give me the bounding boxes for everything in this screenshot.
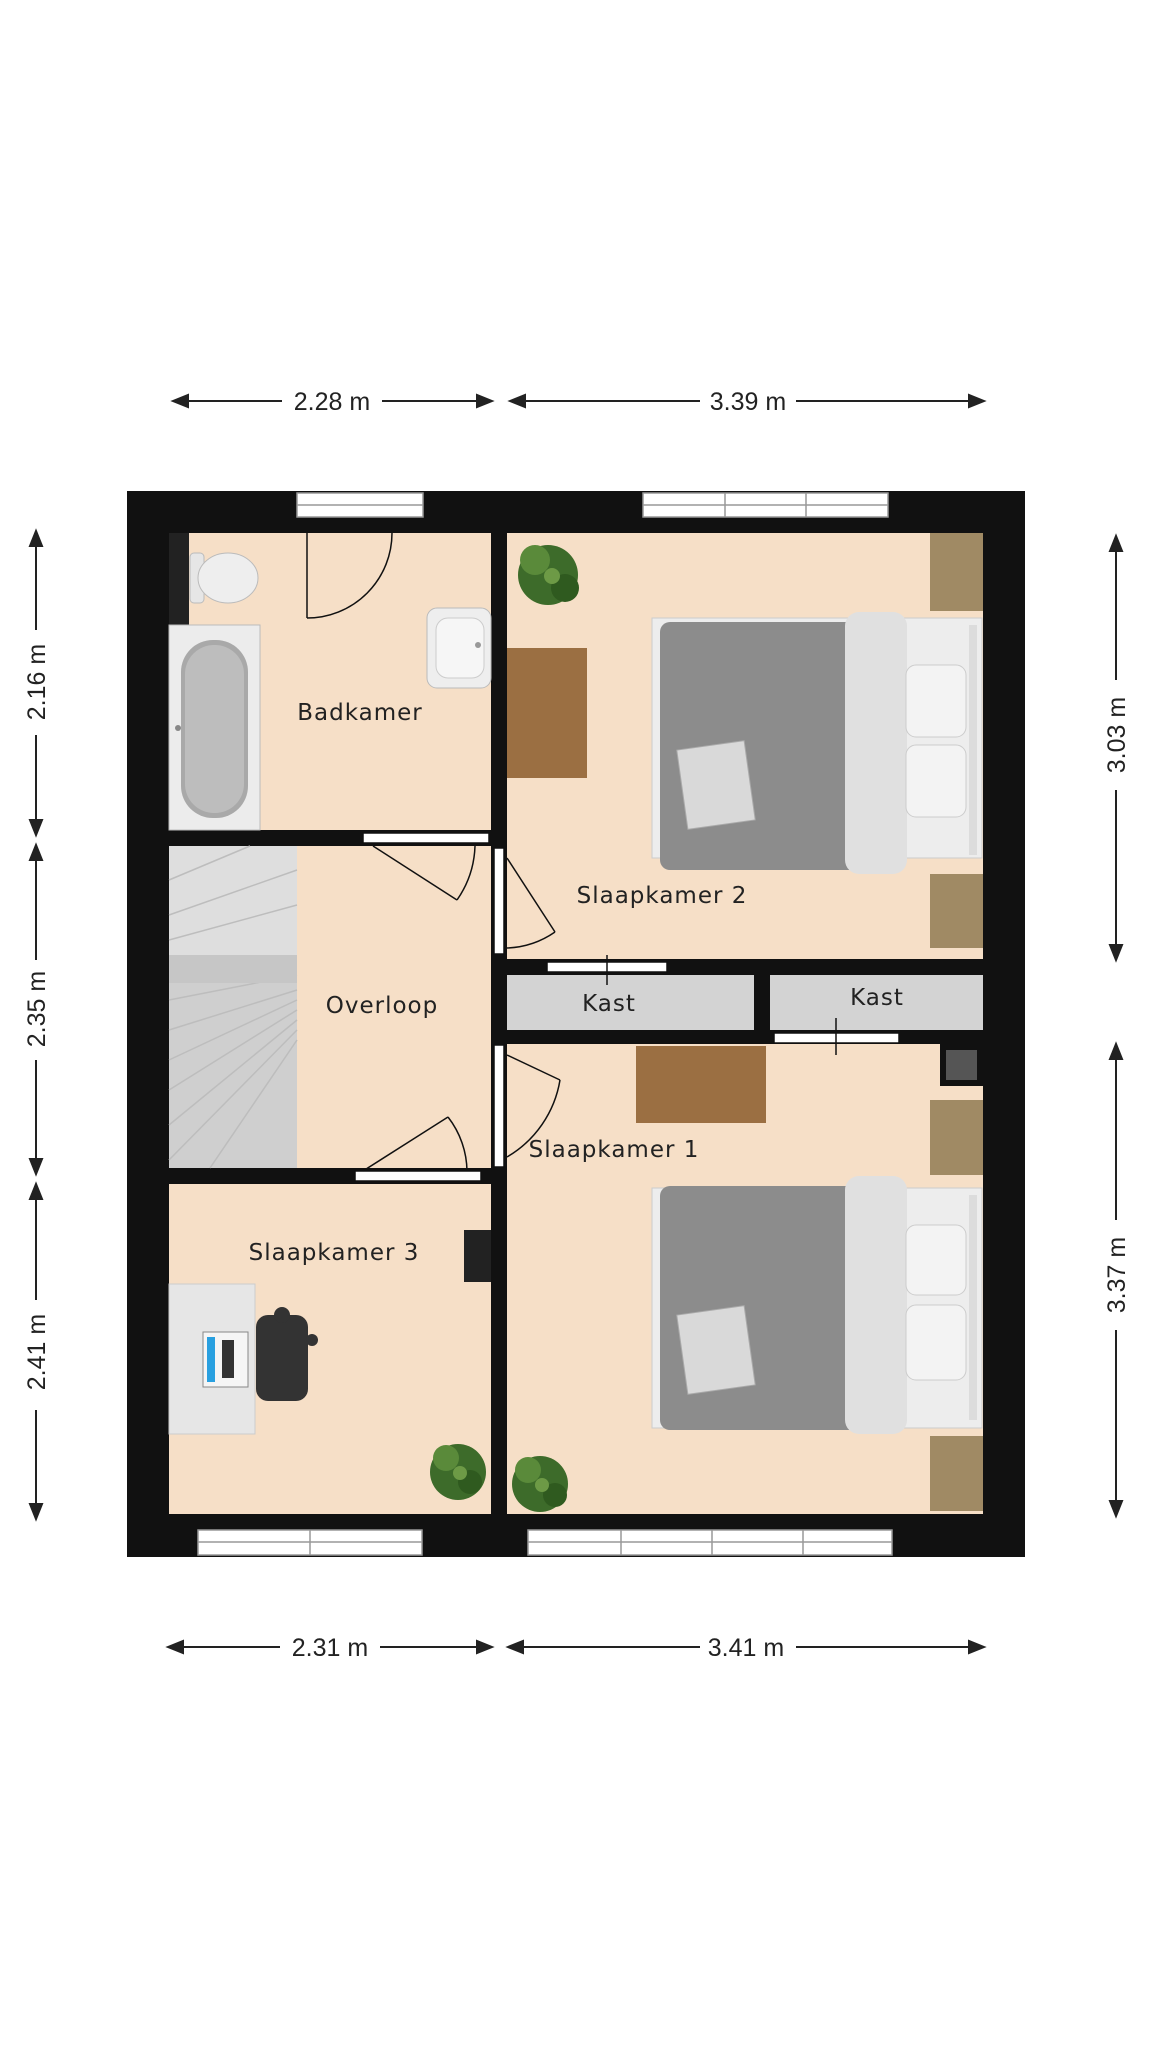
room-label-overloop: Overloop	[326, 993, 438, 1019]
room-label-kast-right: Kast	[850, 985, 904, 1011]
double-bed-slaapkamer-1	[651, 1176, 983, 1434]
slaapkamer-1-furniture	[512, 1046, 983, 1512]
computer-screen	[202, 1331, 249, 1388]
dimension-left-top: 2.16 m	[23, 644, 51, 720]
dimension-bottom-right: 3.41 m	[708, 1634, 784, 1662]
slaapkamer-3-furniture	[168, 1230, 491, 1500]
dimension-left-middle: 2.35 m	[23, 971, 51, 1047]
nightstand-top	[930, 533, 983, 611]
dimension-left-bottom: 2.41 m	[23, 1314, 51, 1390]
nightstand-s1-bottom	[930, 1436, 983, 1511]
room-label-kast-left: Kast	[582, 991, 636, 1017]
floor-kast-left	[507, 975, 754, 1030]
nightstand-s1-top	[930, 1100, 983, 1175]
dimension-top-left: 2.28 m	[294, 388, 370, 416]
dimension-right-top: 3.03 m	[1103, 697, 1131, 773]
dimension-right-bottom: 3.37 m	[1103, 1237, 1131, 1313]
door-slaapkamer-1	[506, 1054, 561, 1081]
desk-slaapkamer-1	[636, 1046, 766, 1123]
washbasin	[426, 607, 492, 689]
room-label-slaapkamer-1: Slaapkamer 1	[529, 1137, 700, 1163]
toilet	[189, 552, 259, 604]
plant-slaapkamer-1	[512, 1456, 568, 1512]
room-label-slaapkamer-2: Slaapkamer 2	[577, 883, 748, 909]
door-badkamer	[372, 845, 458, 901]
dimension-top-right: 3.39 m	[710, 388, 786, 416]
door-slaapkamer-2	[506, 857, 556, 933]
dimension-lines	[28, 393, 1124, 1655]
windows	[197, 492, 893, 1556]
doors	[306, 532, 900, 1182]
nightstand-bottom	[930, 874, 983, 948]
bathroom-fixtures	[168, 533, 492, 831]
toilet-cistern	[169, 533, 189, 625]
slaapkamer-2-furniture	[507, 533, 983, 948]
floor-kast-right	[770, 975, 983, 1030]
plant-slaapkamer-3	[430, 1444, 486, 1500]
room-label-slaapkamer-3: Slaapkamer 3	[249, 1240, 420, 1266]
bathtub	[168, 624, 261, 831]
staircase	[168, 845, 298, 1169]
double-bed-slaapkamer-2	[651, 612, 983, 874]
room-label-badkamer: Badkamer	[297, 700, 423, 726]
dimension-bottom-left: 2.31 m	[292, 1634, 368, 1662]
office-chair	[256, 1307, 318, 1401]
radiator-slaapkamer-3	[464, 1230, 491, 1282]
plant-slaapkamer-2	[518, 545, 579, 605]
desk-slaapkamer-2	[507, 648, 587, 778]
door-slaapkamer-3	[362, 1116, 449, 1172]
